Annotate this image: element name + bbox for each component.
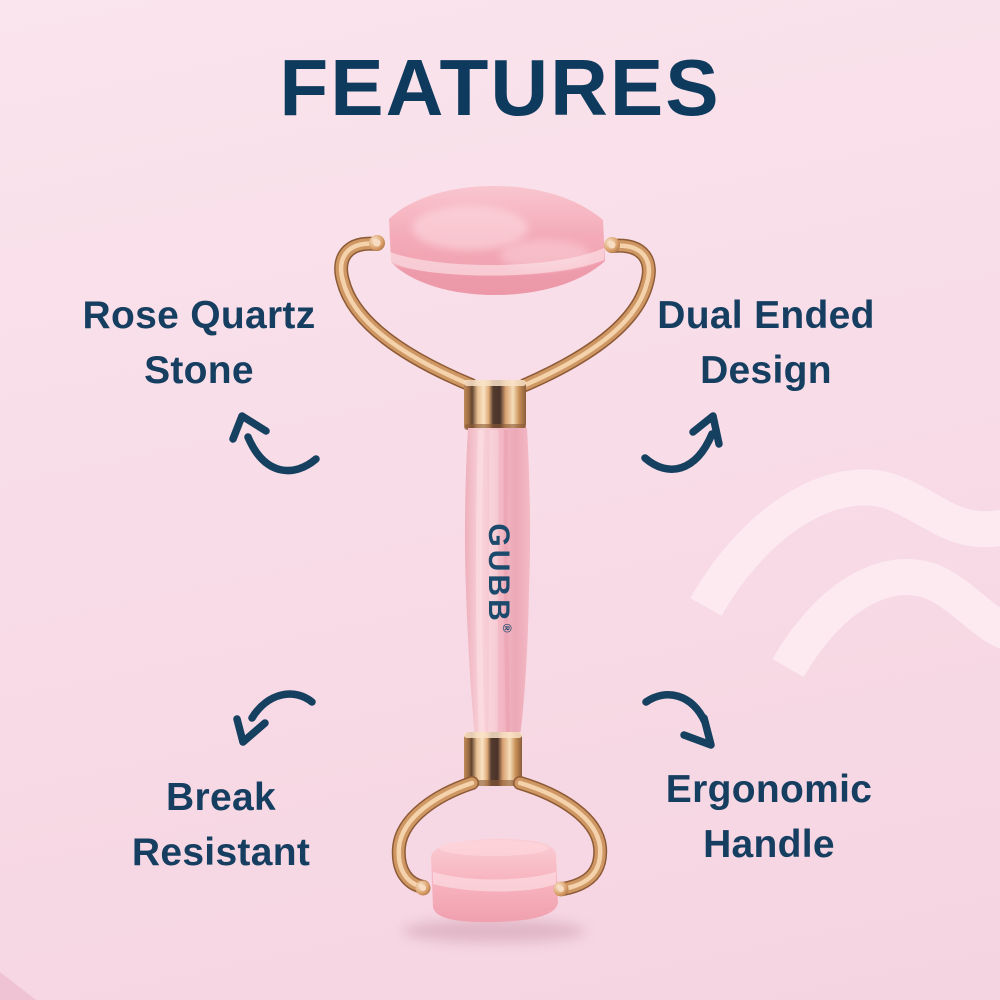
face-roller-illustration <box>334 186 656 923</box>
bottom-right-axle-highlight <box>558 886 564 892</box>
top-fork-frame <box>334 236 656 392</box>
feature-line: Resistant <box>131 831 311 874</box>
feature-line: Break <box>166 776 276 819</box>
feature-line: Design <box>700 349 832 392</box>
feature-line: Ergonomic <box>665 768 873 811</box>
feature-label-ergonomic-handle: Ergonomic Handle <box>666 762 872 872</box>
curved-arrow-up-left-icon <box>229 412 320 475</box>
product-shadow <box>402 919 586 943</box>
feature-label-break-resistant: Break Resistant <box>132 770 310 880</box>
feature-line: Dual Ended <box>657 294 875 337</box>
corner-accent <box>0 972 36 1000</box>
page-title: FEATURES <box>279 43 721 132</box>
feature-label-rose-quartz-stone: Rose Quartz Stone <box>82 288 315 398</box>
top-right-axle-highlight <box>608 241 616 249</box>
double-wave-swoosh-icon <box>690 469 1000 678</box>
top-collar <box>464 380 526 430</box>
top-left-axle-highlight <box>373 239 381 247</box>
brand-logo-text: GUBB <box>482 523 515 624</box>
feature-line: Stone <box>144 349 254 392</box>
curved-arrow-down-right-icon <box>642 691 715 749</box>
handle <box>464 428 531 736</box>
bottom-roller-stone <box>431 838 558 923</box>
feature-line: Handle <box>703 823 835 866</box>
curved-arrow-down-left-icon <box>233 690 316 746</box>
feature-line: Rose Quartz <box>82 294 316 337</box>
brand-logo: GUBB® <box>481 523 515 632</box>
bottom-fork-frame <box>391 776 608 896</box>
feature-label-dual-ended-design: Dual Ended Design <box>657 288 875 398</box>
curved-arrow-up-right-icon <box>641 412 723 473</box>
registered-trademark-icon: ® <box>500 623 514 633</box>
top-roller-stone <box>389 186 605 295</box>
bottom-left-axle-highlight <box>420 885 426 891</box>
